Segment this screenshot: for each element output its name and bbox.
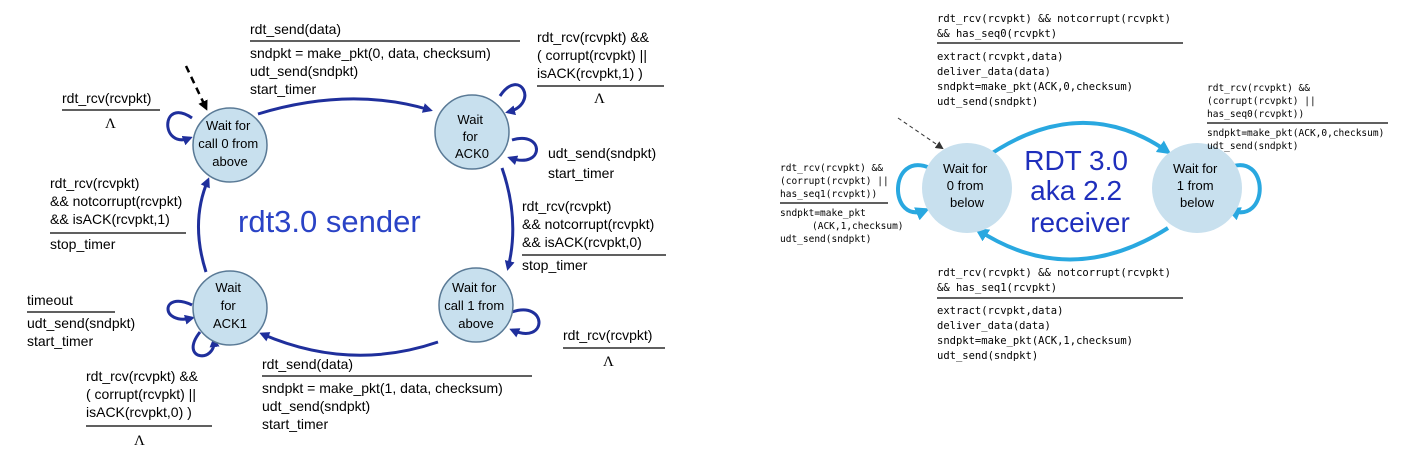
svg-text:rdt_rcv(rcvpkt) && not: rdt_rcv(rcvpkt) && notcorrupt(rcvpkt) &&…	[522, 198, 658, 250]
loop-s2	[509, 308, 541, 338]
svg-text:rdt_rcv(rcvpkt) && not: rdt_rcv(rcvpkt) && notcorrupt(rcvpkt) &&…	[50, 175, 186, 227]
svg-text:timeout: timeout	[27, 292, 73, 308]
svg-text:udt_send(sndpkt) start: udt_send(sndpkt) start_timer	[27, 315, 139, 349]
svg-text:rdt_rcv(rcvpkt): rdt_rcv(rcvpkt)	[563, 327, 652, 343]
transition-s2-to-s3	[259, 332, 439, 357]
svg-text:rdt_rcv(rcvpkt) && ( c: rdt_rcv(rcvpkt) && ( corrupt(rcvpkt) || …	[86, 368, 202, 420]
svg-text:stop_timer: stop_timer	[522, 257, 588, 273]
svg-text:Wait for 0 from: Wait for 0 from below	[943, 161, 991, 210]
svg-text:Λ: Λ	[594, 91, 605, 107]
label-s2-to-s3: rdt_send(data) sndpkt = make_pkt(1, data…	[262, 356, 532, 432]
label-s1-to-s2: rdt_rcv(rcvpkt) && notcorrupt(rcvpkt) &&…	[522, 198, 666, 273]
loop-s1-right	[507, 136, 538, 165]
svg-text:sndpkt = make_pkt(0, data, che: sndpkt = make_pkt(0, data, checksum) udt…	[250, 45, 495, 97]
loop-s1-top	[498, 83, 527, 116]
initial-arrow-sender	[184, 65, 208, 111]
svg-text:rdt_rcv(rcvpkt) && notcorrupt(: rdt_rcv(rcvpkt) && notcorrupt(rcvpkt) &&…	[937, 13, 1177, 40]
svg-text:Wait for call 0 from: Wait for call 0 from above	[198, 118, 262, 169]
svg-text:sndpkt=make_pkt(ACK,0,checksum: sndpkt=make_pkt(ACK,0,checksum) udt_send…	[1207, 128, 1390, 152]
sender-fsm: Wait for call 0 from above Wait for ACK0…	[27, 21, 666, 449]
svg-text:rdt_send(data): rdt_send(data)	[250, 21, 341, 37]
label-s1-timeout: udt_send(sndpkt) start_timer	[548, 145, 660, 181]
svg-text:Wait for ACK1: Wait for ACK1	[213, 280, 247, 331]
transition-s1-to-s2	[500, 167, 515, 271]
label-s3-to-s0: rdt_rcv(rcvpkt) && notcorrupt(rcvpkt) &&…	[50, 175, 186, 252]
state-wait-call1: Wait for call 1 from above	[438, 267, 514, 343]
label-s0-to-s1: rdt_send(data) sndpkt = make_pkt(0, data…	[250, 21, 520, 97]
label-r0-to-r1: rdt_rcv(rcvpkt) && notcorrupt(rcvpkt) &&…	[937, 13, 1183, 108]
svg-text:extract(rcvpkt,data) d: extract(rcvpkt,data) deliver_data(data) …	[937, 305, 1139, 362]
loop-s3-bottom	[191, 331, 220, 358]
state-wait-ack1: Wait for ACK1	[192, 270, 268, 346]
svg-text:rdt_rcv(rcvpkt): rdt_rcv(rcvpkt)	[62, 90, 151, 106]
svg-text:rdt_rcv(rcvpkt) && notcorrupt(: rdt_rcv(rcvpkt) && notcorrupt(rcvpkt) &&…	[937, 267, 1177, 294]
svg-text:udt_send(sndpkt) start: udt_send(sndpkt) start_timer	[548, 145, 660, 181]
state-wait-0-from-below: Wait for 0 from below	[922, 143, 1012, 233]
transition-s0-to-s1	[257, 97, 433, 116]
svg-text:Wait for ACK0: Wait for ACK0	[455, 112, 489, 161]
svg-text:Wait for 1 from: Wait for 1 from below	[1173, 161, 1221, 210]
transition-r1-to-r0	[974, 226, 1170, 262]
label-s3-loop: rdt_rcv(rcvpkt) && ( corrupt(rcvpkt) || …	[86, 368, 212, 449]
loop-r0	[896, 163, 931, 221]
svg-text:rdt_rcv(rcvpkt) && (co: rdt_rcv(rcvpkt) && (corrupt(rcvpkt) || h…	[780, 163, 894, 200]
svg-text:Wait for call 1 from: Wait for call 1 from above	[444, 280, 508, 331]
sender-title: rdt3.0 sender	[238, 204, 421, 239]
svg-text:sndpkt=make_pkt (ACK,1: sndpkt=make_pkt (ACK,1,checksum) udt_sen…	[780, 208, 909, 245]
label-s2-loop: rdt_rcv(rcvpkt) Λ	[563, 327, 665, 370]
svg-text:stop_timer: stop_timer	[50, 236, 116, 252]
svg-text:rdt_send(data): rdt_send(data)	[262, 356, 353, 372]
initial-arrow-receiver	[897, 117, 944, 150]
transition-r0-to-r1	[980, 120, 1172, 162]
state-wait-ack0: Wait for ACK0	[434, 94, 510, 170]
label-r1-loop: rdt_rcv(rcvpkt) && (corrupt(rcvpkt) || h…	[1207, 83, 1390, 152]
svg-text:Λ: Λ	[105, 116, 116, 132]
svg-text:rdt_rcv(rcvpkt) && ( c: rdt_rcv(rcvpkt) && ( corrupt(rcvpkt) || …	[537, 29, 653, 81]
label-s3-timeout: timeout udt_send(sndpkt) start_timer	[27, 292, 139, 349]
loop-s3-left	[166, 299, 195, 325]
loop-s0	[166, 111, 193, 146]
svg-text:extract(rcvpkt,data) d: extract(rcvpkt,data) deliver_data(data) …	[937, 51, 1139, 108]
svg-text:sndpkt = make_pkt(1, data, che: sndpkt = make_pkt(1, data, checksum) udt…	[262, 380, 507, 432]
label-r0-loop: rdt_rcv(rcvpkt) && (corrupt(rcvpkt) || h…	[780, 163, 909, 245]
state-wait-1-from-below: Wait for 1 from below	[1152, 143, 1242, 233]
receiver-title: RDT 3.0 aka 2.2 receiver	[1024, 145, 1136, 238]
receiver-fsm: Wait for 0 from below Wait for 1 from be…	[780, 13, 1390, 362]
loop-r1	[1226, 163, 1262, 221]
svg-text:Λ: Λ	[603, 354, 614, 370]
transition-s3-to-s0	[197, 177, 210, 273]
label-r1-to-r0: rdt_rcv(rcvpkt) && notcorrupt(rcvpkt) &&…	[937, 267, 1183, 362]
label-s1-loop: rdt_rcv(rcvpkt) && ( corrupt(rcvpkt) || …	[537, 29, 664, 107]
svg-text:Λ: Λ	[134, 433, 145, 449]
state-wait-call0: Wait for call 0 from above	[192, 107, 268, 183]
label-s0-loop: rdt_rcv(rcvpkt) Λ	[62, 90, 160, 132]
svg-text:rdt_rcv(rcvpkt) && (co: rdt_rcv(rcvpkt) && (corrupt(rcvpkt) || h…	[1207, 83, 1321, 120]
